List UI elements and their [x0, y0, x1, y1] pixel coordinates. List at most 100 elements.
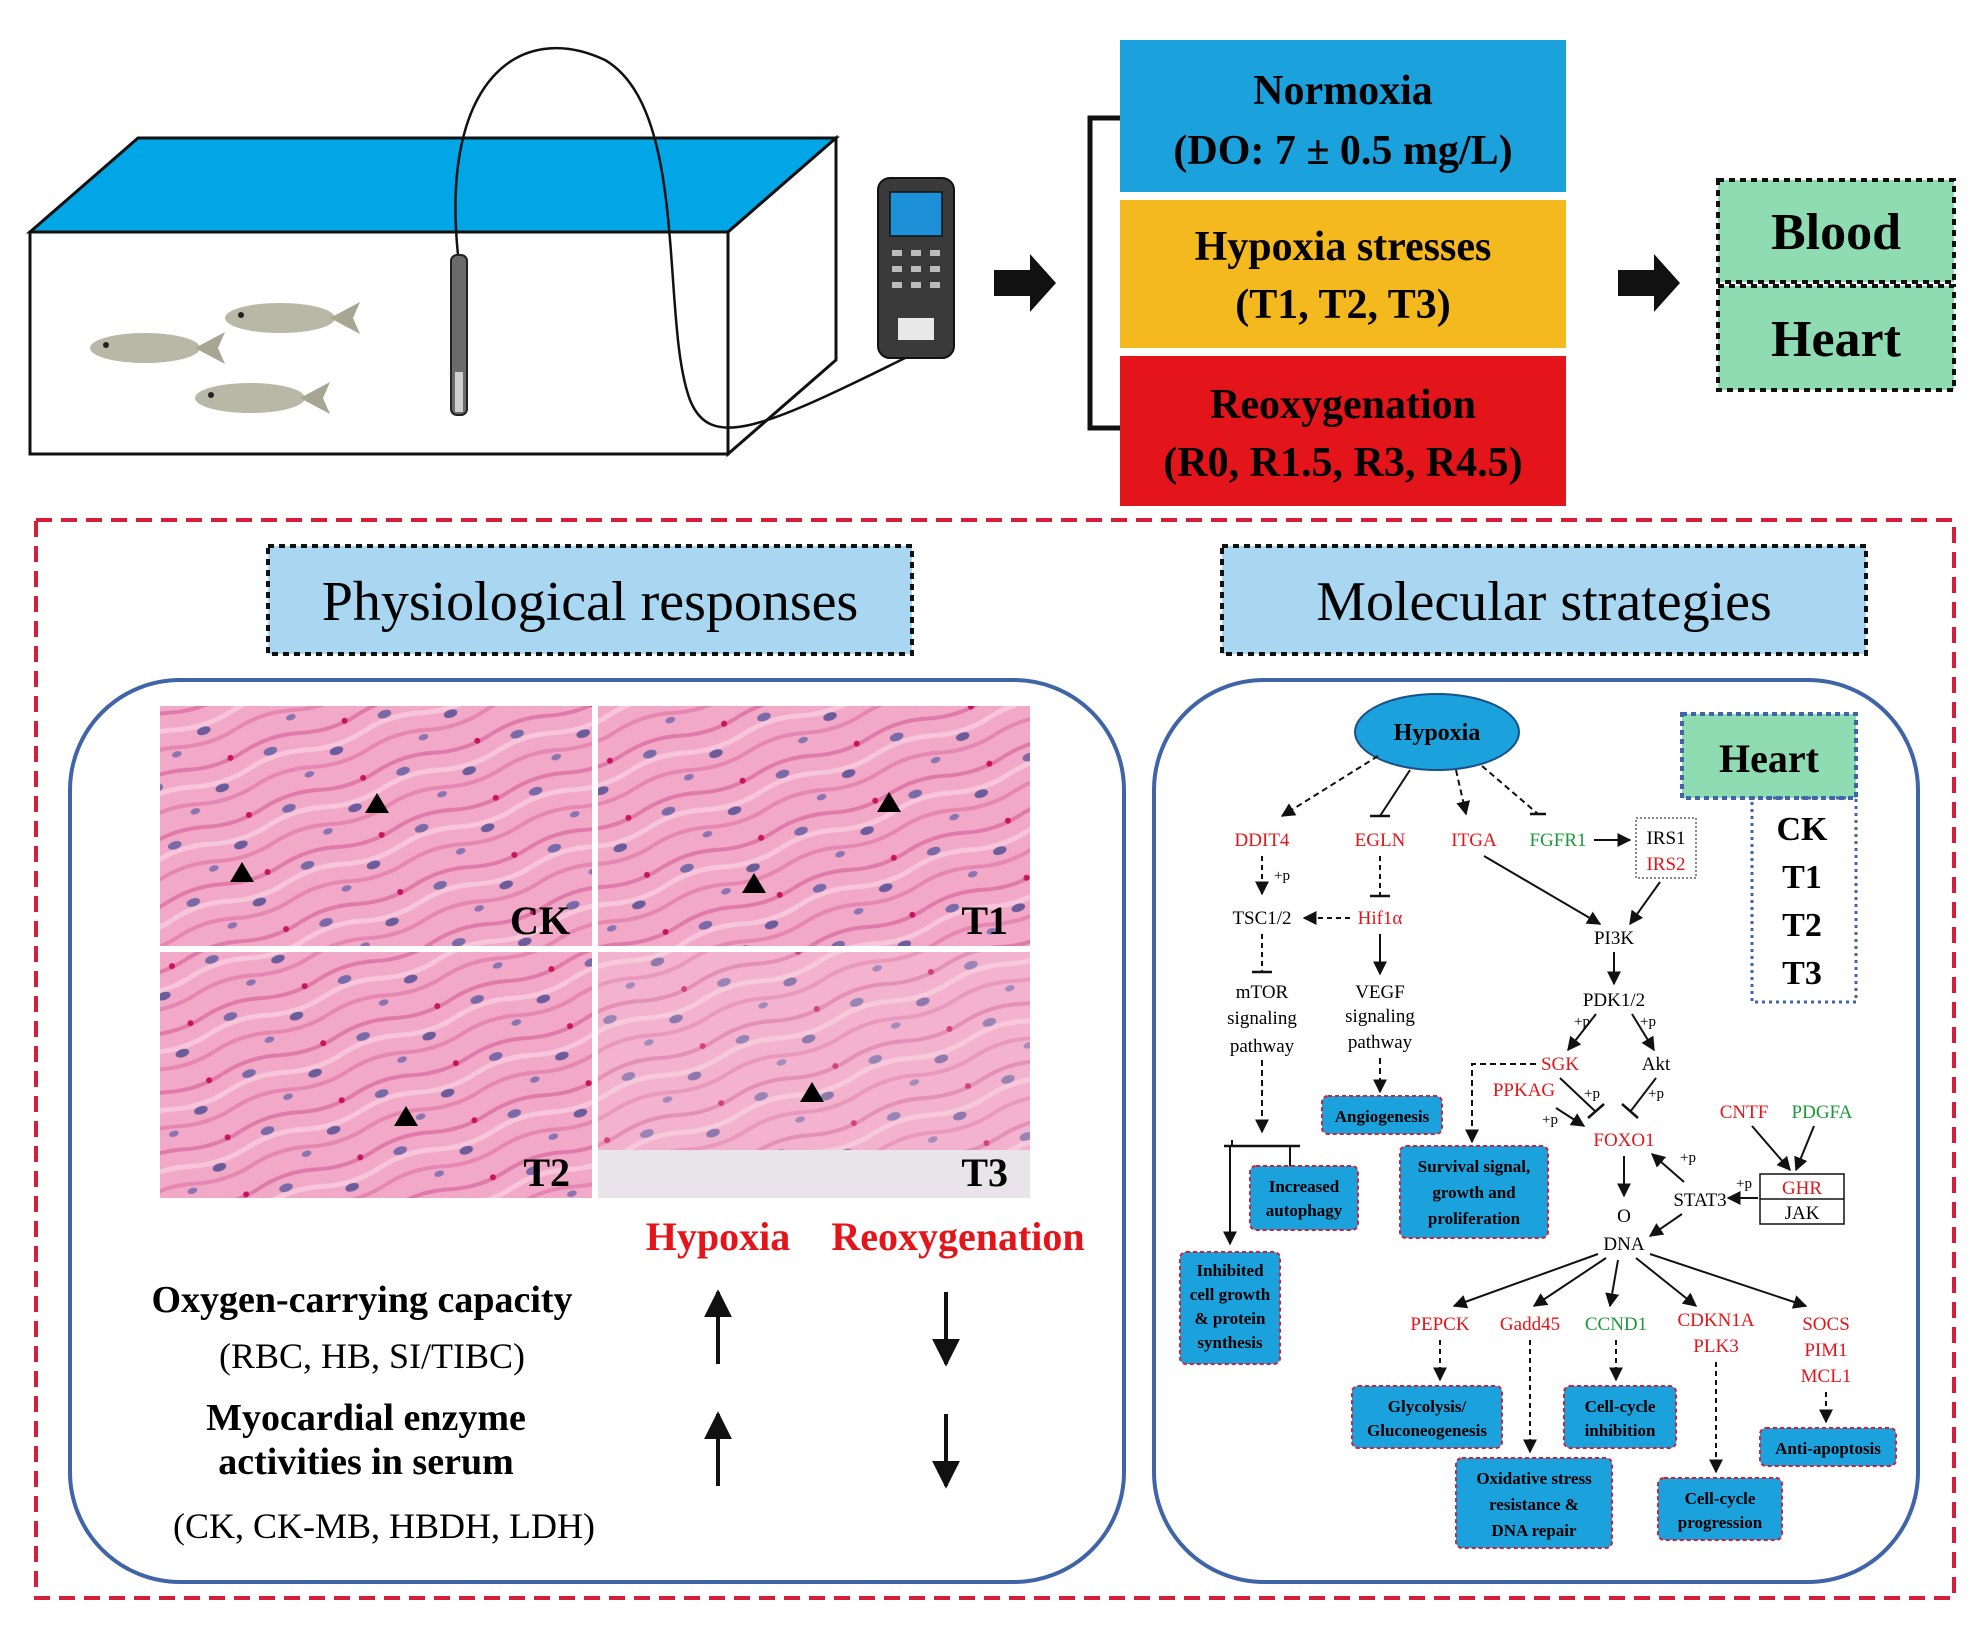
molecular-panel: [1152, 678, 1920, 1584]
svg-text:PPKAG: PPKAG: [1493, 1080, 1556, 1101]
svg-text:Hypoxia: Hypoxia: [1394, 720, 1481, 746]
histology-label-t2: T2: [523, 1150, 570, 1195]
svg-text:resistance &: resistance &: [1489, 1495, 1579, 1514]
svg-text:IRS1: IRS1: [1646, 828, 1685, 849]
outcome-cell-cycle-progression: Cell-cycle progression: [1657, 1477, 1783, 1541]
svg-text:Blood: Blood: [1771, 204, 1901, 261]
svg-text:Akt: Akt: [1642, 1054, 1671, 1075]
hypoxia-node: [1354, 693, 1520, 771]
svg-text:DNA repair: DNA repair: [1491, 1521, 1577, 1540]
svg-text:JAK: JAK: [1785, 1203, 1820, 1224]
outcome-anti-apoptosis: Anti-apoptosis: [1759, 1427, 1897, 1467]
svg-text:SGK: SGK: [1541, 1054, 1579, 1075]
svg-text:Molecular strategies: Molecular strategies: [1316, 571, 1772, 633]
results-frame: [34, 518, 1956, 1600]
fish-tank: [25, 134, 841, 458]
svg-text:CK: CK: [1777, 811, 1829, 848]
svg-text:PEPCK: PEPCK: [1410, 1314, 1469, 1335]
outcome-survival: Survival signal, growth and proliferatio…: [1399, 1145, 1549, 1239]
svg-text:Hif1α: Hif1α: [1358, 908, 1403, 929]
sample-blood: Blood: [1716, 178, 1956, 284]
svg-text:Survival signal,: Survival signal,: [1418, 1157, 1530, 1176]
outcome-inhibited-growth: Inhibited cell growth & protein synthesi…: [1179, 1251, 1281, 1365]
col-reoxygenation: Reoxygenation: [831, 1214, 1084, 1259]
svg-text:T2: T2: [1782, 907, 1822, 944]
fish-icon: [90, 302, 360, 414]
svg-text:Reoxygenation: Reoxygenation: [1210, 382, 1476, 428]
svg-text:progression: progression: [1678, 1513, 1763, 1532]
triangle-marker: [800, 1082, 824, 1102]
svg-text:TSC1/2: TSC1/2: [1232, 908, 1291, 929]
svg-text:CDKN1A: CDKN1A: [1677, 1310, 1754, 1331]
condition-reoxygenation: Reoxygenation (R0, R1.5, R3, R4.5): [1120, 356, 1566, 506]
svg-text:PI3K: PI3K: [1594, 928, 1634, 949]
svg-text:PDGFA: PDGFA: [1792, 1102, 1853, 1123]
triangle-marker: [230, 862, 254, 882]
row1-detail: (RBC, HB, SI/TIBC): [219, 1336, 525, 1376]
svg-text:Glycolysis/: Glycolysis/: [1388, 1397, 1467, 1416]
svg-text:Oxidative stress: Oxidative stress: [1476, 1469, 1592, 1488]
svg-text:+p: +p: [1584, 1086, 1600, 1102]
condition-hypoxia: Hypoxia stresses (T1, T2, T3): [1120, 200, 1566, 348]
svg-text:CCND1: CCND1: [1585, 1314, 1647, 1335]
svg-text:+p: +p: [1640, 1014, 1656, 1030]
svg-text:MCL1: MCL1: [1801, 1366, 1852, 1387]
svg-text:pathway: pathway: [1230, 1036, 1295, 1057]
triangle-marker: [877, 792, 901, 812]
svg-text:CNTF: CNTF: [1720, 1102, 1769, 1123]
svg-text:T3: T3: [1782, 955, 1822, 992]
sample-heart: Heart: [1716, 284, 1956, 392]
svg-text:O: O: [1617, 1206, 1631, 1227]
svg-text:cell growth: cell growth: [1190, 1285, 1271, 1304]
svg-text:(DO: 7 ± 0.5 mg/L): (DO: 7 ± 0.5 mg/L): [1173, 128, 1512, 174]
histology-grid: CK T1 T2 T3: [160, 706, 1030, 1198]
svg-text:+p: +p: [1648, 1086, 1664, 1102]
svg-text:Physiological responses: Physiological responses: [322, 571, 859, 633]
svg-text:GHR: GHR: [1782, 1178, 1822, 1199]
condition-normoxia: Normoxia (DO: 7 ± 0.5 mg/L): [1120, 40, 1566, 192]
svg-text:+p: +p: [1736, 1176, 1752, 1192]
svg-text:Gadd45: Gadd45: [1500, 1314, 1560, 1335]
svg-text:+p: +p: [1274, 868, 1290, 884]
outcome-cell-cycle-inhibition: Cell-cycle inhibition: [1563, 1385, 1677, 1449]
svg-text:T1: T1: [1782, 859, 1822, 896]
svg-text:DDIT4: DDIT4: [1235, 830, 1290, 851]
svg-text:autophagy: autophagy: [1266, 1201, 1343, 1220]
svg-text:FGFR1: FGFR1: [1529, 830, 1586, 851]
svg-text:Cell-cycle: Cell-cycle: [1585, 1397, 1656, 1416]
svg-text:Heart: Heart: [1719, 736, 1820, 781]
svg-text:Cell-cycle: Cell-cycle: [1685, 1489, 1756, 1508]
svg-text:SOCS: SOCS: [1802, 1314, 1850, 1335]
row1-title: Oxygen-carrying capacity: [151, 1279, 572, 1321]
svg-text:FOXO1: FOXO1: [1593, 1130, 1654, 1151]
row2-title-line2: activities in serum: [218, 1441, 514, 1483]
outcome-angiogenesis: Angiogenesis: [1321, 1095, 1443, 1135]
svg-text:& protein: & protein: [1195, 1309, 1267, 1328]
triangle-marker: [365, 793, 389, 813]
arrow-to-samples: [1618, 254, 1680, 312]
outcome-glycolysis: Glycolysis/ Gluconeogenesis: [1351, 1385, 1503, 1449]
svg-text:signaling: signaling: [1227, 1008, 1297, 1029]
svg-text:(T1, T2, T3): (T1, T2, T3): [1235, 282, 1451, 328]
molecular-heading: Molecular strategies: [1220, 544, 1868, 656]
triangle-marker: [394, 1106, 418, 1126]
svg-text:Hypoxia stresses: Hypoxia stresses: [1195, 224, 1492, 270]
svg-text:PIM1: PIM1: [1804, 1340, 1847, 1361]
svg-text:mTOR: mTOR: [1236, 982, 1289, 1003]
svg-text:IRS2: IRS2: [1646, 854, 1685, 875]
triangle-marker: [742, 873, 766, 893]
svg-text:(R0, R1.5, R3, R4.5): (R0, R1.5, R3, R4.5): [1163, 440, 1522, 486]
svg-text:DNA: DNA: [1603, 1234, 1644, 1255]
svg-text:Increased: Increased: [1269, 1177, 1340, 1196]
histology-label-t3: T3: [961, 1150, 1008, 1195]
svg-text:signaling: signaling: [1345, 1006, 1415, 1027]
svg-text:+p: +p: [1542, 1112, 1558, 1128]
svg-text:+p: +p: [1574, 1014, 1590, 1030]
svg-text:proliferation: proliferation: [1428, 1209, 1521, 1228]
heart-groups: Heart CK T1 T2 T3: [1680, 712, 1858, 1004]
histology-label-ck: CK: [510, 898, 570, 943]
physiological-heading: Physiological responses: [266, 544, 914, 656]
do-meter-icon: [877, 177, 955, 359]
svg-text:pathway: pathway: [1348, 1032, 1413, 1053]
